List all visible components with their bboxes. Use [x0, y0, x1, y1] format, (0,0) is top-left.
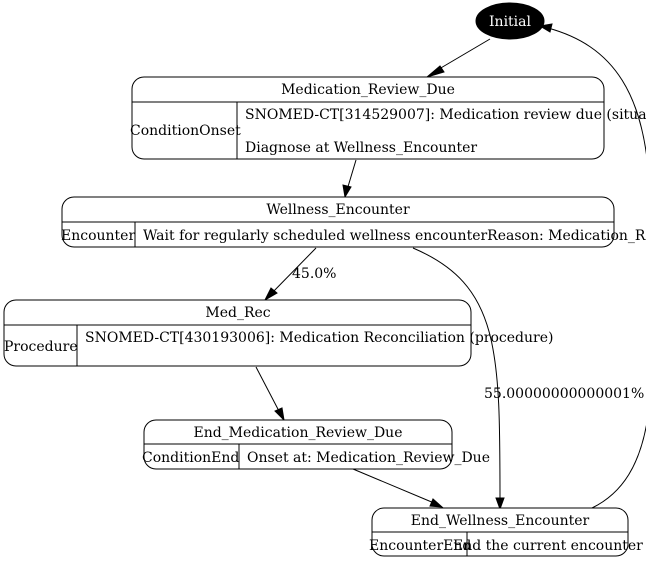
state-title: End_Medication_Review_Due: [193, 425, 402, 441]
state-detail-1: Wait for regularly scheduled wellness en…: [143, 228, 646, 244]
state-title: End_Wellness_Encounter: [411, 513, 590, 529]
edge-label-to-end-wellness: 55.00000000000001%: [484, 386, 644, 402]
state-medication-review-due: Medication_Review_Due ConditionOnset SNO…: [130, 76, 646, 160]
state-detail-1: Onset at: Medication_Review_Due: [247, 450, 490, 466]
initial-ellipse: [475, 2, 545, 40]
arrowhead: [342, 184, 352, 199]
edge-end-wellness-encounter-to-initial: [547, 27, 646, 509]
edge-wellness-encounter-to-end-wellness-encounter: [412, 247, 501, 503]
state-title: Wellness_Encounter: [266, 202, 410, 218]
initial-label: Initial: [489, 14, 531, 30]
state-wellness-encounter: Wellness_Encounter Encounter Wait for re…: [61, 196, 646, 248]
state-type: ConditionOnset: [130, 123, 241, 139]
edges: [255, 23, 646, 511]
arrowhead: [263, 287, 278, 302]
state-title: Med_Rec: [205, 305, 270, 321]
edge-label-to-med-rec: 45.0%: [292, 266, 336, 282]
state-type: ConditionEnd: [142, 450, 239, 466]
arrowhead: [274, 407, 285, 422]
state-detail-1: SNOMED-CT[314529007]: Medication review …: [245, 107, 646, 123]
edge-medication-review-due-to-wellness-encounter: [346, 159, 357, 191]
arrowhead: [426, 65, 445, 78]
edge-initial-to-medication-review-due: [433, 38, 491, 73]
state-end-wellness-encounter: End_Wellness_Encounter EncounterEnd End …: [369, 507, 643, 557]
edge-end-medication-review-due-to-end-wellness-encounter: [352, 468, 435, 504]
arrowhead: [495, 497, 505, 511]
state-title: Medication_Review_Due: [281, 82, 455, 98]
state-box: [131, 76, 605, 160]
edge-med-rec-to-end-medication-review-due: [255, 366, 281, 414]
state-type: EncounterEnd: [369, 538, 471, 554]
arrowhead: [429, 498, 444, 508]
edge-wellness-encounter-to-med-rec: [269, 247, 317, 296]
state-type: Encounter: [61, 228, 135, 244]
state-end-medication-review-due: End_Medication_Review_Due ConditionEnd O…: [142, 419, 490, 470]
state-detail-1: End the current encounter: [453, 538, 643, 554]
state-box: [3, 299, 472, 367]
state-type: Procedure: [4, 339, 78, 355]
state-detail-1: SNOMED-CT[430193006]: Medication Reconci…: [85, 330, 553, 346]
initial-node: Initial: [475, 2, 545, 40]
state-detail-2: Diagnose at Wellness_Encounter: [245, 140, 477, 156]
state-med-rec: Med_Rec Procedure SNOMED-CT[430193006]: …: [3, 299, 553, 367]
